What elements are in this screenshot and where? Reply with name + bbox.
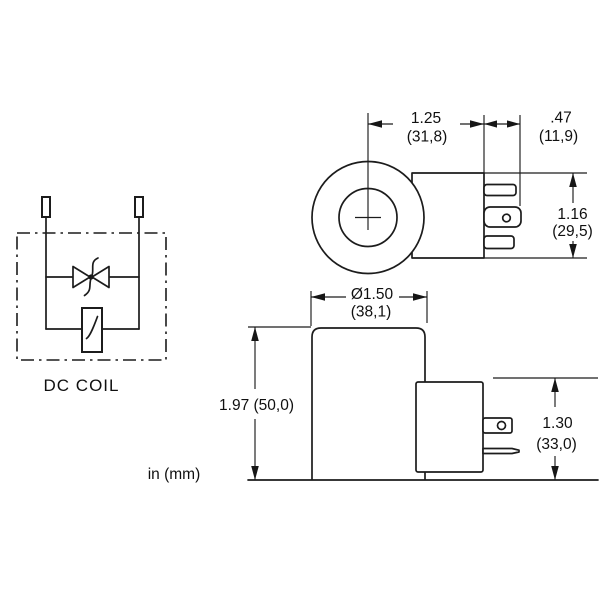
dim-text-in: Ø1.50 <box>351 286 394 303</box>
spade-pin-side <box>482 447 520 455</box>
side-view: Ø1.50 (38,1) 1.97 (50,0) 1.30 (33,0) <box>219 286 599 481</box>
arrowhead-down <box>251 466 259 480</box>
connector-body-side <box>415 381 484 473</box>
connector-body-front <box>411 172 485 259</box>
dim-text-mm: (29,5) <box>552 223 593 240</box>
coil-body-side <box>311 327 426 480</box>
dc-coil-label: DC COIL <box>44 376 120 395</box>
dimension-center-to-face: 1.25 (31,8) <box>368 110 485 173</box>
terminal-hole <box>501 213 512 223</box>
dimension-connector-height-side: 1.30 (33,0) <box>493 377 598 480</box>
spade-terminal-bottom <box>483 235 515 250</box>
dim-text-mm: (38,1) <box>351 304 392 321</box>
arrowhead-right <box>413 293 427 301</box>
arrowhead-left <box>484 120 497 128</box>
arrowhead-right <box>507 120 520 128</box>
suppressor-triangle-left <box>72 265 91 289</box>
terminal-pin-right <box>134 196 144 218</box>
terminal-pin-left <box>41 196 51 218</box>
arrowhead-down <box>569 244 577 258</box>
arrowhead-right <box>470 120 484 128</box>
spade-terminal-top <box>483 183 517 197</box>
dim-text-in: 1.25 <box>411 110 441 127</box>
dim-text-mm: (31,8) <box>407 129 448 146</box>
units-note: in (mm) <box>148 466 201 483</box>
arrowhead-left <box>311 293 325 301</box>
surge-suppressor-symbol <box>45 257 140 297</box>
arrowhead-up <box>251 327 259 341</box>
dim-text-mm: (33,0) <box>536 436 577 453</box>
front-view: 1.25 (31,8) .47 (11,9) 1.16 (29,5) <box>311 110 593 275</box>
arrowhead-up <box>551 378 559 392</box>
dimension-diameter: Ø1.50 (38,1) <box>310 286 428 326</box>
dimension-connector-height-front: 1.16 (29,5) <box>552 173 593 258</box>
dc-coil-schematic: DC COIL <box>16 196 167 395</box>
terminal-hole-side <box>496 420 507 431</box>
dim-text-in: 1.30 <box>542 415 573 432</box>
dimension-spade-length: .47 (11,9) <box>484 110 578 206</box>
dim-text-mm: (11,9) <box>539 128 578 145</box>
coil-diagonal-stroke <box>85 315 99 340</box>
coil-winding-symbol <box>45 307 140 353</box>
arrowhead-left <box>368 120 382 128</box>
arrowhead-up <box>569 173 577 187</box>
dim-text-in-mm: 1.97 (50,0) <box>219 397 294 414</box>
enclosure-boundary-box <box>16 232 167 361</box>
dimension-overall-height: 1.97 (50,0) <box>219 326 311 480</box>
arrowhead-down <box>551 466 559 480</box>
dim-text-in: 1.16 <box>557 206 587 223</box>
suppressor-triangle-right <box>91 265 110 289</box>
dim-text-in: .47 <box>550 110 572 127</box>
suppressor-curve <box>83 257 99 297</box>
